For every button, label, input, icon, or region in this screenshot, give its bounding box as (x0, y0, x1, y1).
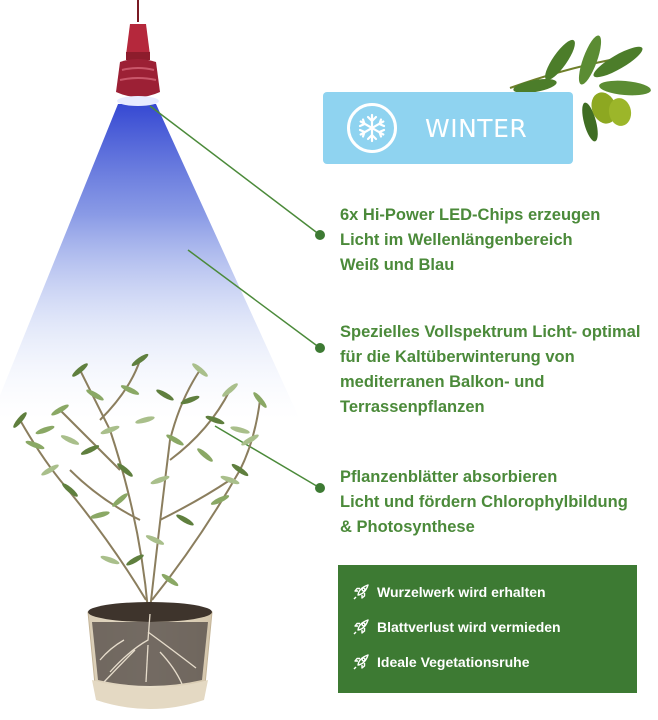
olive-leaf (35, 425, 55, 435)
olive-leaf (72, 363, 88, 377)
olive-leaf (90, 511, 110, 519)
olive-leaf (51, 404, 69, 416)
olive-leaf (210, 495, 230, 505)
season-label: WINTER (425, 113, 528, 143)
olive-leaf (25, 440, 45, 450)
callout-dot-2 (315, 343, 325, 353)
olive-leaf (222, 383, 238, 397)
callout-line: Licht und fördern Chlorophylbildung (340, 493, 628, 511)
light-beam (0, 104, 300, 420)
benefits-box: Wurzelwerk wird erhalten Blattverlust wi… (338, 565, 637, 693)
callout-dot-1 (315, 230, 325, 240)
olive-leaf (41, 464, 59, 476)
olive-leaf (126, 554, 144, 566)
olive-leaf (117, 463, 133, 477)
olive-branch-decoration (509, 35, 651, 142)
callout-led-chips: 6x Hi-Power LED-Chips erzeugen Licht im … (340, 203, 658, 278)
grow-lamp (116, 0, 160, 106)
callout-line: 6x Hi-Power LED-Chips erzeugen (340, 206, 601, 224)
olive-leaf (60, 435, 80, 445)
olive-leaf (230, 426, 250, 434)
benefit-item: Wurzelwerk wird erhalten (352, 583, 546, 601)
callout-line: Spezielles Vollspektrum Licht- optimal (340, 323, 641, 341)
olive-leaf (220, 475, 240, 485)
benefit-item: Ideale Vegetationsruhe (352, 653, 530, 671)
callout-full-spectrum: Spezielles Vollspektrum Licht- optimal f… (340, 320, 658, 420)
olive-leaf (135, 416, 155, 424)
olive-leaf (80, 445, 100, 455)
benefit-label: Blattverlust wird vermieden (377, 619, 561, 635)
olive-leaf (131, 353, 149, 367)
olive-leaf (205, 415, 225, 425)
olive-leaf (180, 395, 200, 405)
rocket-icon (353, 619, 369, 635)
olive-leaf (86, 389, 104, 401)
olive-leaf (253, 392, 267, 408)
snowflake-icon (347, 103, 397, 153)
callout-photosynthesis: Pflanzenblätter absorbieren Licht und fö… (340, 465, 658, 540)
callout-line: Weiß und Blau (340, 256, 455, 274)
olive-leaf (231, 463, 249, 477)
olive-leaf (192, 363, 208, 377)
season-badge: WINTER (323, 92, 573, 164)
benefit-label: Ideale Vegetationsruhe (377, 654, 530, 670)
plant-pot (87, 602, 213, 709)
callout-line: für die Kaltüberwinterung von (340, 348, 575, 366)
olive-leaf (176, 514, 194, 526)
olive-leaf (197, 448, 213, 462)
callout-line: & Photosynthese (340, 518, 475, 536)
benefit-label: Wurzelwerk wird erhalten (377, 584, 546, 600)
callout-leaders (149, 105, 321, 489)
olive-leaf (150, 475, 170, 485)
olive-leaf (156, 389, 174, 401)
olive-leaf (241, 434, 259, 446)
olive-leaf (112, 493, 128, 507)
callout-line: Licht im Wellenlängenbereich (340, 231, 573, 249)
olive-leaf (13, 412, 27, 428)
rocket-icon (353, 584, 369, 600)
olive-leaf (161, 573, 179, 587)
callout-line: Pflanzenblätter absorbieren (340, 468, 558, 486)
olive-leaf (100, 555, 120, 565)
callout-line: Terrassenpflanzen (340, 398, 485, 416)
rocket-icon (353, 654, 369, 670)
olive-leaf (100, 425, 120, 435)
olive-tree (13, 353, 267, 611)
callout-dot-3 (315, 483, 325, 493)
olive-leaf (145, 535, 165, 545)
olive-leaf (62, 483, 78, 497)
olive-leaf (166, 434, 184, 446)
olive-leaf (120, 385, 140, 395)
benefit-item: Blattverlust wird vermieden (352, 618, 561, 636)
callout-line: mediterranen Balkon- und (340, 373, 545, 391)
